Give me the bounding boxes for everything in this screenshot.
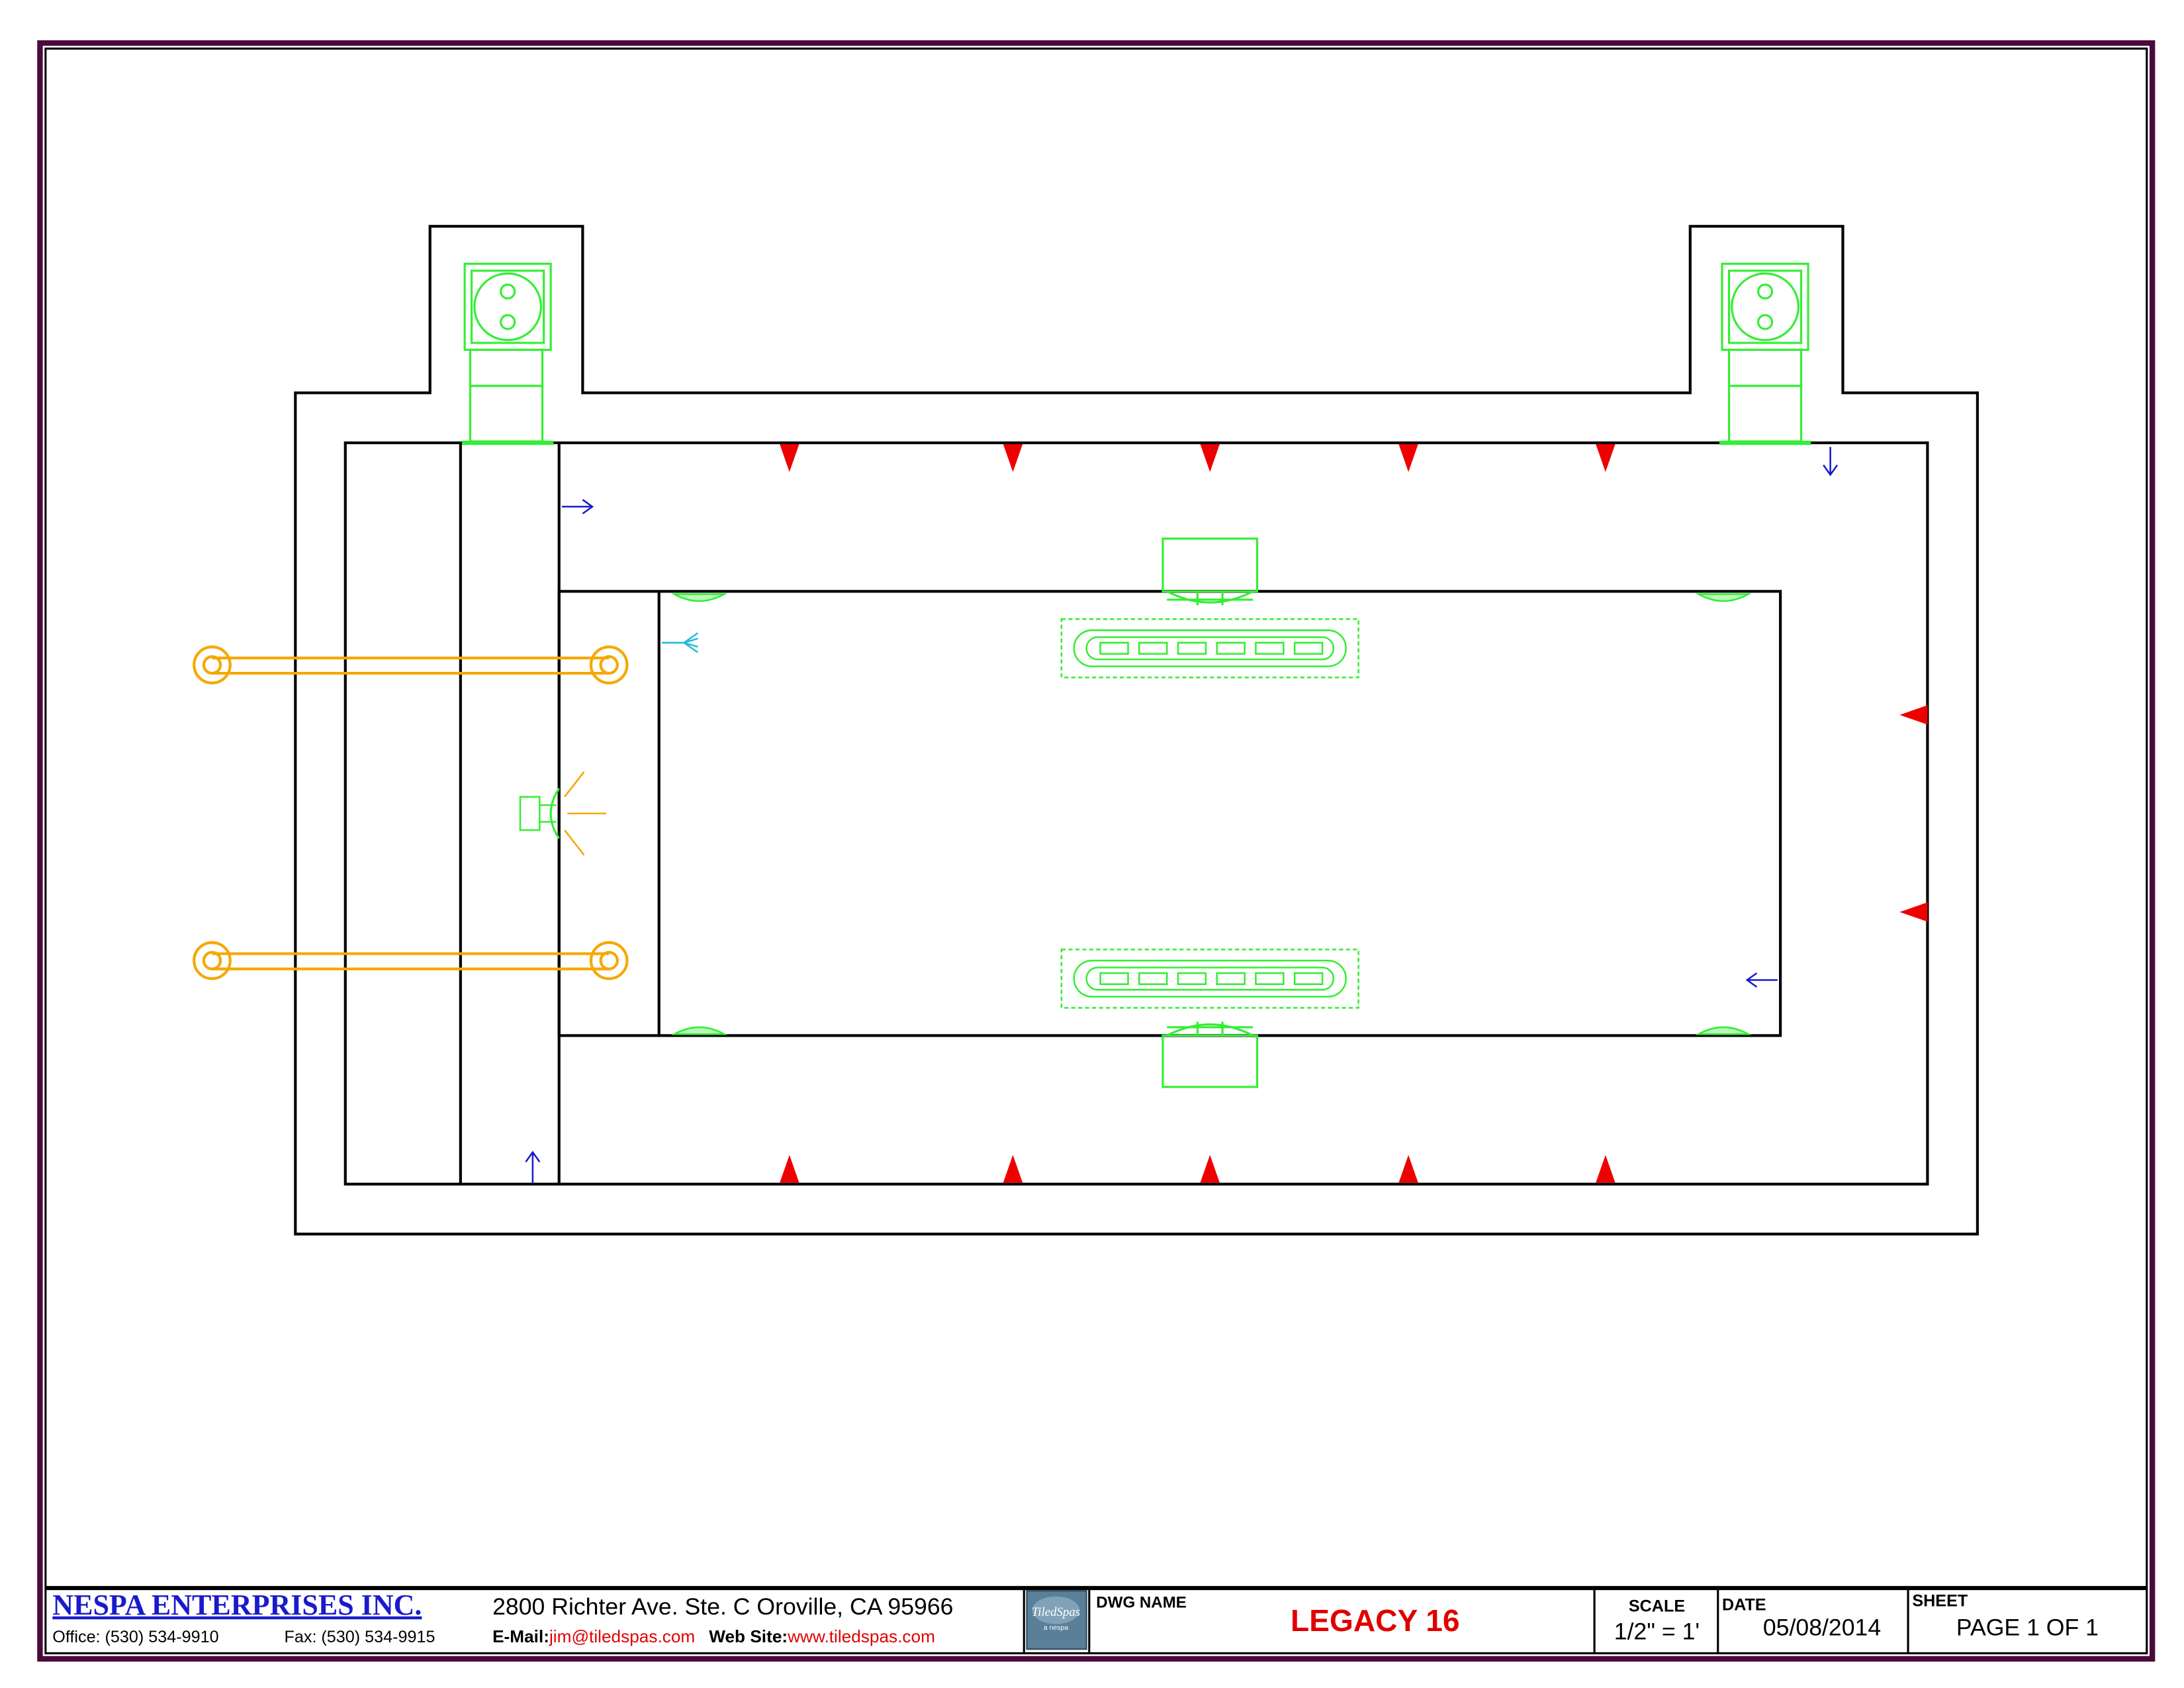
scale-value: 1/2" = 1' [1614, 1618, 1700, 1645]
sheet-border-outer [37, 40, 2156, 1662]
jets-top [780, 444, 1615, 472]
jets-bottom [780, 1154, 1615, 1183]
dwg-name: LEGACY 16 [1291, 1603, 1459, 1638]
website-link[interactable]: www.tiledspas.com [787, 1626, 935, 1646]
top-niche [1161, 538, 1259, 606]
flow-arrows [525, 447, 1839, 1183]
spa-shell [343, 441, 1929, 1186]
sheet-value: PAGE 1 OF 1 [1956, 1614, 2099, 1640]
arrow-icon [1745, 972, 1778, 988]
drain-grate-top [1060, 618, 1359, 679]
cyan-return-fitting [661, 632, 699, 653]
skimmer-left [461, 262, 554, 445]
title-block: NESPA ENTERPRISES INC. 2800 Richter Ave.… [45, 1585, 2147, 1654]
drain-grate-bottom [1060, 949, 1359, 1009]
email-link[interactable]: jim@tiledspas.com [549, 1626, 695, 1646]
bottom-niche [1161, 1021, 1259, 1088]
company-address: 2800 Richter Ave. Ste. C Oroville, CA 95… [492, 1593, 953, 1620]
date-label: DATE [1722, 1596, 1766, 1615]
handrail-icon [193, 645, 629, 684]
jets-right [1899, 705, 1928, 922]
fax-phone: Fax: (530) 534-9915 [285, 1628, 435, 1646]
scale-label: SCALE [1629, 1597, 1685, 1616]
sheet-label: SHEET [1912, 1591, 1968, 1610]
svg-text:a nespa: a nespa [1044, 1624, 1068, 1632]
website-label: Web Site: [709, 1626, 788, 1646]
office-phone: Office: (530) 534-9910 [52, 1628, 218, 1646]
company-name: NESPA ENTERPRISES INC. [52, 1589, 422, 1621]
contact-line: E-Mail:jim@tiledspas.com Web Site:www.til… [492, 1626, 935, 1646]
light-icon [519, 771, 607, 856]
date-value: 05/08/2014 [1763, 1614, 1881, 1640]
deck-outline [294, 224, 1979, 1236]
sheet-border-inner [44, 47, 2148, 1655]
arrow-icon [525, 1150, 541, 1183]
arrow-icon [1823, 447, 1839, 477]
email-label: E-Mail: [492, 1626, 549, 1646]
handrail-icon [193, 941, 629, 980]
corner-fittings [670, 593, 1752, 1035]
skimmer-right [1719, 262, 1811, 445]
dwg-name-label: DWG NAME [1096, 1593, 1187, 1611]
arrow-icon [561, 498, 594, 514]
svg-text:TiledSpas: TiledSpas [1032, 1605, 1080, 1619]
tiledspas-logo: TiledSpas a nespa [1026, 1590, 1087, 1650]
spa-floor [557, 590, 1782, 1037]
